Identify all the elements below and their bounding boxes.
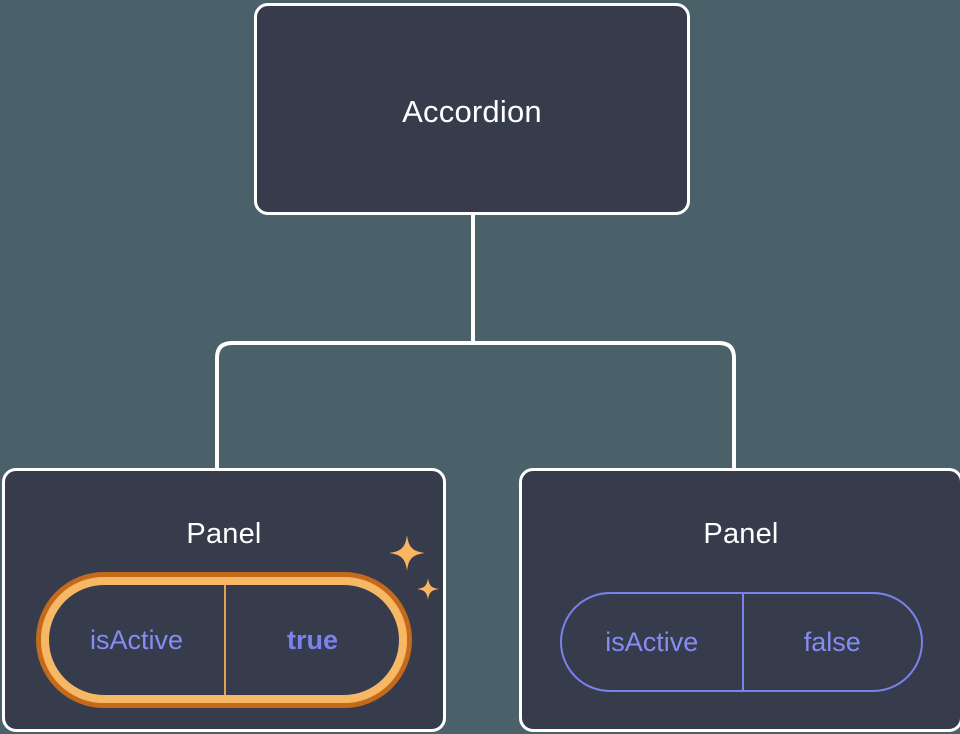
prop-key-isactive: isActive: [605, 626, 699, 657]
node-label-accordion: Accordion: [402, 94, 542, 129]
prop-pill-inner: isActive true: [41, 577, 407, 703]
node-label-panel-inactive: Panel: [703, 518, 779, 550]
connector-branch-bar: [215, 341, 736, 470]
prop-key-isactive: isActive: [89, 624, 184, 655]
node-label-panel-active: Panel: [186, 518, 262, 550]
prop-pill-isactive-false[interactable]: isActive false: [560, 592, 923, 692]
prop-pill-isactive-true[interactable]: isActive true: [36, 572, 412, 708]
prop-value-true: true: [224, 585, 399, 695]
tree-node-accordion[interactable]: Accordion: [254, 3, 690, 215]
prop-value-false: false: [741, 594, 922, 690]
